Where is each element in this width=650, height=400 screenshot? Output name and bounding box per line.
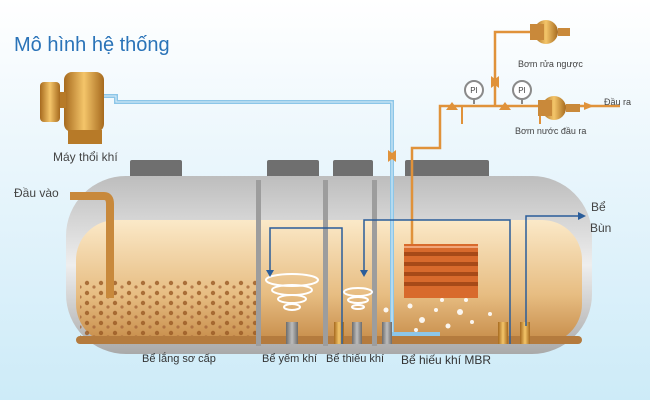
tank-lid [267, 160, 319, 178]
recycle-line [269, 227, 343, 344]
swirl-icon [343, 287, 373, 310]
tank-bottom [76, 336, 582, 344]
membrane-module [404, 244, 478, 298]
air-bubbles [383, 298, 492, 332]
sludge-line [525, 215, 578, 326]
diffuser-icon [286, 322, 298, 344]
sludge-label-line1: Bể [591, 200, 606, 214]
valve-icon [499, 102, 511, 110]
pressure-gauge-icon [512, 80, 532, 104]
tank-label-anaerobic: Bể yếm khí [262, 353, 318, 365]
inlet-pipe [70, 192, 114, 298]
page-title: Mô hình hệ thống [14, 34, 170, 56]
tank-label-anoxic: Bể thiếu khí [326, 353, 385, 365]
arrow-icon [578, 212, 586, 220]
permeate-pipe [410, 104, 620, 246]
tank-lid [405, 160, 489, 178]
valve-icon [446, 102, 458, 110]
swirl-icon [265, 273, 319, 311]
tank-lid [130, 160, 182, 178]
gauge-label: PI [518, 86, 526, 95]
pump-icon [538, 96, 580, 120]
pressure-gauge-icon [464, 80, 484, 104]
pump-icon [530, 20, 570, 44]
partition-wall [323, 180, 328, 346]
recycle-line [363, 219, 511, 344]
arrow-icon [584, 102, 594, 110]
partition-wall [372, 180, 377, 346]
outlet-label: Đầu ra [604, 97, 632, 107]
backwash-pump-label: Bơm rửa ngược [518, 59, 583, 69]
gauge-label: PI [470, 86, 478, 95]
diffuser-icon [520, 322, 530, 344]
tank-label-primary: Bể lắng sơ cấp [142, 353, 216, 365]
blower-icon [40, 72, 104, 144]
partition-wall [256, 180, 261, 346]
diffuser-icon [352, 322, 362, 344]
diffuser-icon [382, 322, 392, 344]
tank-lid [333, 160, 373, 178]
tank-label-mbr: Bể hiếu khí MBR [401, 353, 492, 367]
sludge-label-line2: Bùn [590, 221, 612, 235]
blower-label: Máy thổi khí [53, 150, 118, 164]
inlet-label: Đầu vào [14, 186, 59, 200]
diffuser-icon [334, 322, 344, 344]
outlet-pump-label: Bơm nước đầu ra [515, 126, 587, 136]
diffuser-icon [498, 322, 508, 344]
